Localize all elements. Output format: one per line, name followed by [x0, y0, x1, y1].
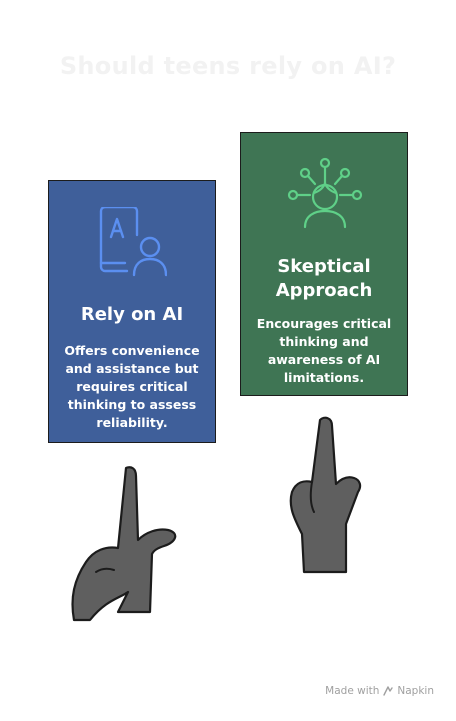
pointing-hand-icon: [71, 466, 177, 622]
rely-on-ai-title: Rely on AI: [80, 304, 184, 325]
rely-on-ai-card: Rely on AI Offers convenience and assist…: [48, 180, 216, 443]
napkin-logo-icon: [383, 686, 394, 696]
pointing-hand-icon-right: [289, 416, 362, 574]
skeptical-approach-title: Skeptical Approach: [241, 255, 407, 303]
footer-attribution: Made with Napkin: [325, 685, 434, 697]
footer-brand: Napkin: [397, 685, 434, 697]
skeptical-approach-title-line2: Approach: [275, 280, 373, 301]
ai-user-icon: [99, 207, 167, 277]
skeptical-approach-description: Encourages critical thinking and awarene…: [256, 316, 392, 385]
rely-on-ai-description: Offers convenience and assistance but re…: [64, 343, 200, 430]
skeptical-approach-card: Skeptical Approach Encourages critical t…: [240, 132, 408, 396]
network-person-icon: [287, 157, 363, 229]
page-title: Should teens rely on AI?: [59, 52, 397, 80]
footer-made-with: Made with: [325, 685, 380, 697]
skeptical-approach-title-line1: Skeptical: [277, 256, 371, 277]
